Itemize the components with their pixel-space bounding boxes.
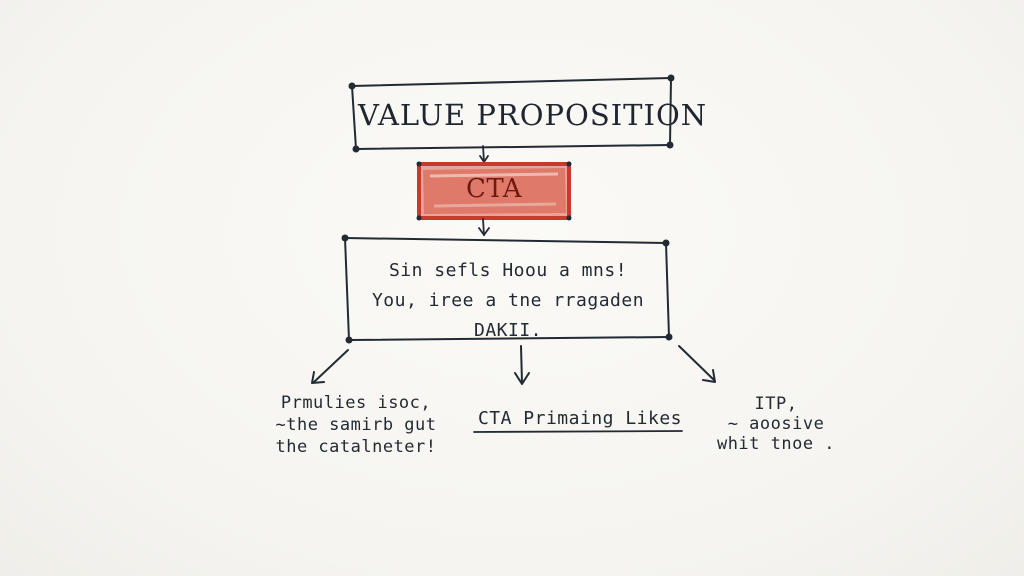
value-proposition-box xyxy=(348,74,675,153)
left-note-line: the catalneter! xyxy=(275,437,437,457)
message-line: DAKII. xyxy=(473,320,543,341)
arrow-left xyxy=(311,349,349,384)
left-note-line: Prmulies isoc, xyxy=(280,393,432,413)
left-note-line: ~the samirb gut xyxy=(275,415,437,435)
center-note-underline xyxy=(473,430,683,433)
connector-cta-to-message xyxy=(478,218,490,237)
message-line: You, iree a tne rragaden xyxy=(371,290,645,311)
right-note-line: ITP, xyxy=(754,394,798,414)
message-box xyxy=(341,234,673,344)
cta-box xyxy=(416,161,572,221)
cta-label: CTA xyxy=(465,174,523,204)
right-note-line: ~ aoosive xyxy=(727,414,825,434)
value-proposition-label: VALUE PROPOSITION xyxy=(358,98,708,132)
left-note: Prmulies isoc, ~the samirb gut the catal… xyxy=(256,392,456,458)
message-text: Sin sefls Hoou a mns! You, iree a tne rr… xyxy=(350,256,666,346)
message-line: Sin sefls Hoou a mns! xyxy=(388,260,628,281)
arrow-right xyxy=(678,345,716,383)
right-note: ITP, ~ aoosive whit tnoe . xyxy=(716,394,836,454)
center-note: CTA Primaing Likes xyxy=(477,408,683,429)
arrow-center xyxy=(514,345,530,385)
right-note-line: whit tnoe . xyxy=(716,434,836,454)
